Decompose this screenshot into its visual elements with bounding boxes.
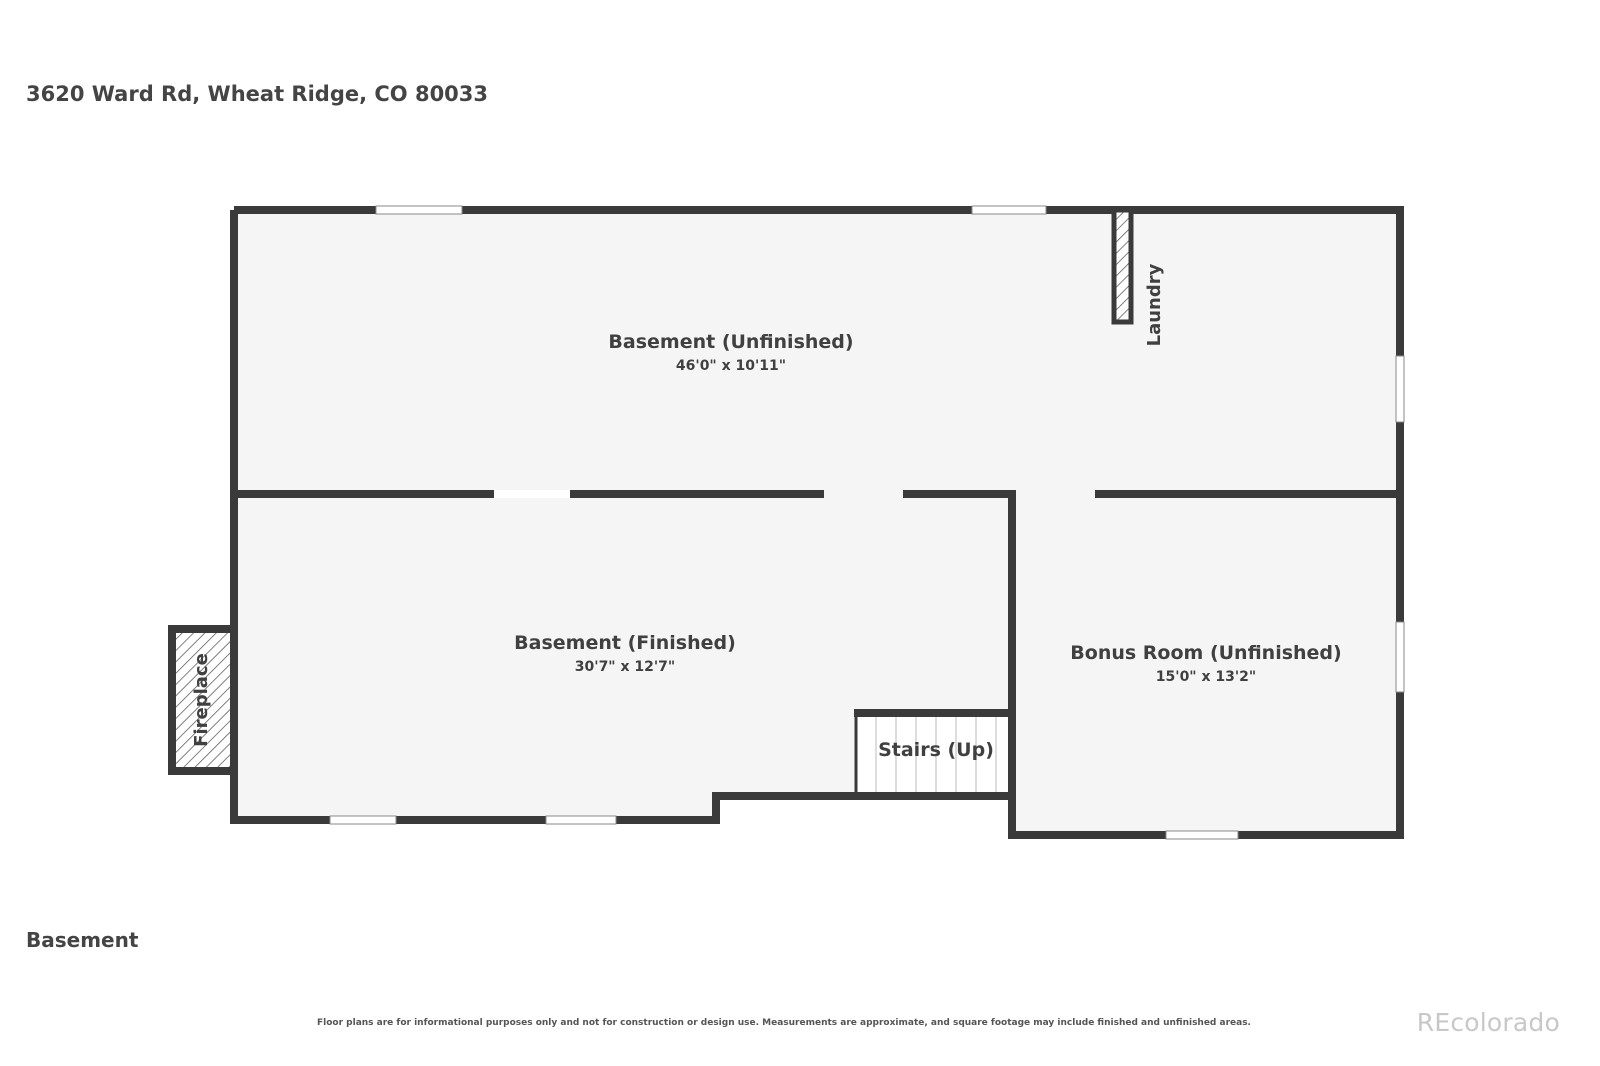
window: [329, 815, 397, 825]
room-name-basement-unfinished: Basement (Unfinished): [608, 331, 853, 353]
window: [971, 205, 1047, 215]
window: [545, 815, 617, 825]
doorway-opening: [494, 490, 570, 498]
laundry-chute: [1111, 207, 1134, 325]
stairs: [854, 713, 1008, 796]
room-name-laundry: Laundry: [1144, 263, 1165, 346]
window: [1395, 621, 1405, 693]
room-name-fireplace: Fireplace: [191, 653, 212, 747]
room-dim-basement-unfinished: 46'0" x 10'11": [676, 358, 786, 374]
window: [1395, 355, 1405, 423]
fireplace-hatch: [168, 625, 238, 775]
floor-label: Basement: [26, 928, 139, 952]
window: [1165, 830, 1239, 840]
property-address: 3620 Ward Rd, Wheat Ridge, CO 80033: [26, 82, 489, 106]
brand-logo: REcolorado: [1416, 1008, 1560, 1037]
room-dim-basement-finished: 30'7" x 12'7": [575, 659, 675, 675]
room-dim-bonus-room: 15'0" x 13'2": [1156, 669, 1256, 685]
room-name-stairs: Stairs (Up): [878, 739, 994, 761]
room-name-basement-finished: Basement (Finished): [514, 632, 736, 654]
disclaimer-text: Floor plans are for informational purpos…: [317, 1018, 1251, 1028]
windows: [329, 205, 1405, 840]
window: [375, 205, 463, 215]
room-name-bonus-room: Bonus Room (Unfinished): [1070, 642, 1341, 664]
floor-area: [234, 210, 1400, 835]
